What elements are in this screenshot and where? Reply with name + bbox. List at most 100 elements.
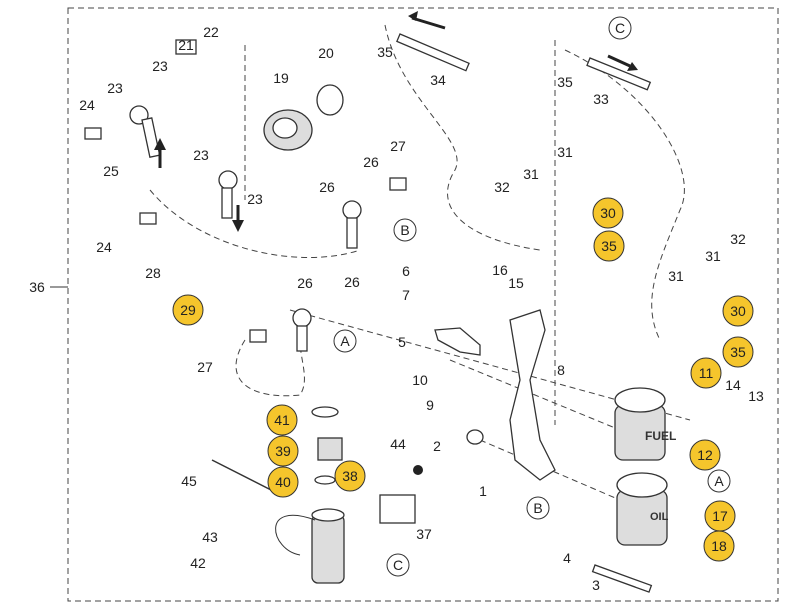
reference-circle [386, 553, 410, 577]
highlight-badge [703, 530, 735, 562]
callout-35: 35 [593, 230, 625, 262]
callout-number: 40 [275, 474, 291, 490]
fitting-27 [389, 177, 407, 191]
callout-number: 37 [416, 526, 432, 542]
callout-number: 14 [725, 377, 741, 393]
callout-31: 31 [523, 166, 539, 182]
parts-artwork: FUEL OIL [50, 7, 779, 602]
callout-24: 24 [96, 239, 112, 255]
callout-32: 32 [494, 179, 510, 195]
bracket-5 [434, 327, 481, 356]
highlight-badge [689, 439, 721, 471]
callout-26: 26 [319, 179, 335, 195]
callout-27: 27 [390, 138, 406, 154]
callout-number: 12 [697, 447, 713, 463]
fitting-27b [249, 329, 267, 343]
callout-7: 7 [402, 287, 410, 303]
callout-B: B [393, 218, 417, 242]
highlight-badge [593, 230, 625, 262]
highlight-badge [267, 466, 299, 498]
callout-17: 17 [704, 500, 736, 532]
callout-24: 24 [79, 97, 95, 113]
callout-number: 30 [730, 303, 746, 319]
callout-41: 41 [266, 404, 298, 436]
callout-number: 41 [274, 412, 290, 428]
callout-number: 20 [318, 45, 334, 61]
callout-number: A [340, 333, 350, 349]
callout-29: 29 [172, 294, 204, 326]
callout-12: 12 [689, 439, 721, 471]
washer-41 [311, 406, 339, 418]
callout-19: 19 [273, 70, 289, 86]
callout-11: 11 [690, 357, 722, 389]
callout-30: 30 [592, 197, 624, 229]
callout-35: 35 [722, 336, 754, 368]
spacer-2 [466, 429, 484, 445]
callout-number: 29 [180, 302, 196, 318]
highlight-badge [592, 197, 624, 229]
callout-26: 26 [344, 274, 360, 290]
callout-37: 37 [416, 526, 432, 542]
callout-44: 44 [390, 436, 406, 452]
wire-45 [211, 459, 276, 493]
bolt-3 [591, 564, 653, 593]
callout-number: 19 [273, 70, 289, 86]
highlight-badge [266, 404, 298, 436]
callout-33: 33 [593, 91, 609, 107]
callout-number: 6 [402, 263, 410, 279]
callout-30: 30 [722, 295, 754, 327]
highlight-badge [172, 294, 204, 326]
electric-pump-38 [275, 494, 416, 584]
callout-number: 17 [712, 508, 728, 524]
callout-number: 35 [377, 44, 393, 60]
oil-filter-18: OIL [616, 472, 669, 546]
callout-number: 38 [342, 468, 358, 484]
reference-circle [333, 329, 357, 353]
callout-number: 23 [152, 58, 168, 74]
callout-26: 26 [297, 275, 313, 291]
reference-circle [393, 218, 417, 242]
callout-number: 32 [730, 231, 746, 247]
callout-number: 16 [492, 262, 508, 278]
adapter-21 [175, 39, 197, 55]
callout-36: 36 [29, 279, 45, 295]
gear-pump-19 [263, 84, 344, 151]
highlight-badge [722, 336, 754, 368]
callout-number: 7 [402, 287, 410, 303]
callout-number: 30 [600, 205, 616, 221]
callout-15: 15 [508, 275, 524, 291]
highlight-badge [267, 435, 299, 467]
callout-number: 3 [592, 577, 600, 593]
callout-number: C [615, 20, 625, 36]
callout-31: 31 [705, 248, 721, 264]
callout-23: 23 [152, 58, 168, 74]
callout-number: 33 [593, 91, 609, 107]
reference-circle [526, 496, 550, 520]
callout-number: 45 [181, 473, 197, 489]
highlight-badge [690, 357, 722, 389]
callout-number: 26 [297, 275, 313, 291]
bolt-24b [139, 212, 157, 225]
callout-number: 22 [203, 24, 219, 40]
bolt-24 [84, 127, 102, 140]
banjo-28 [218, 170, 238, 219]
callout-14: 14 [725, 377, 741, 393]
highlight-badge [334, 460, 366, 492]
callout-32: 32 [730, 231, 746, 247]
callout-number: A [714, 473, 724, 489]
callout-number: 4 [563, 550, 571, 566]
callout-number: 31 [668, 268, 684, 284]
callout-34: 34 [430, 72, 446, 88]
callout-number: 24 [96, 239, 112, 255]
callout-C: C [386, 553, 410, 577]
callout-number: B [400, 222, 409, 238]
callout-number: 34 [430, 72, 446, 88]
callout-43: 43 [202, 529, 218, 545]
oil-filter-label: OIL [650, 511, 669, 523]
callout-B: B [526, 496, 550, 520]
callout-23: 23 [193, 147, 209, 163]
callout-18: 18 [703, 530, 735, 562]
callout-number: 1 [479, 483, 487, 499]
banjo-A [292, 308, 312, 352]
